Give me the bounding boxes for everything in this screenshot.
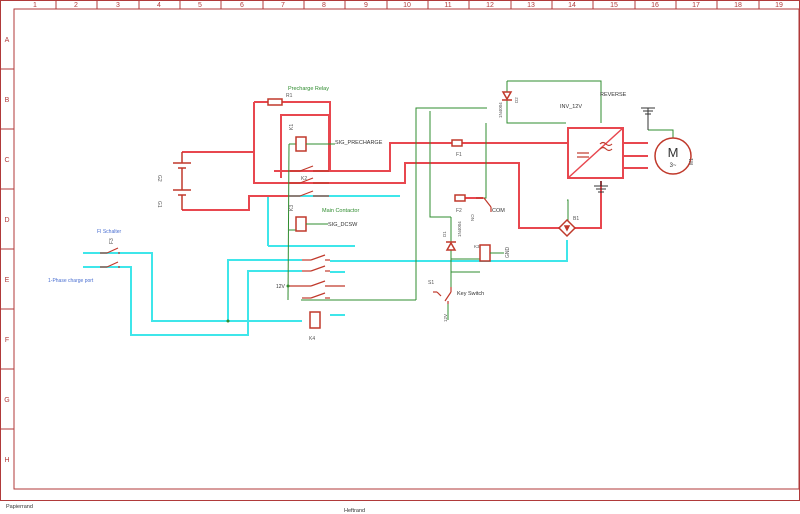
motor-phase: 3~: [670, 163, 677, 169]
motor-ref: M1: [689, 158, 695, 165]
junction-dot: [286, 284, 290, 288]
diode-d1: [445, 241, 457, 251]
col-label: 11: [444, 2, 451, 9]
row-label: E: [5, 277, 10, 284]
col-label: 9: [364, 2, 368, 9]
key-switch-12v: 12V: [443, 314, 448, 322]
k4-12v-label: 12V: [276, 284, 286, 290]
col-label: 14: [568, 2, 576, 9]
ground-symbol: [594, 181, 608, 193]
rectifier-ref: B1: [573, 216, 579, 222]
main-contactor-ref: K3: [289, 205, 295, 211]
resistor-ref: R1: [286, 93, 293, 99]
relay-k2-ref: K2: [301, 176, 307, 182]
main-contactor-coil: [295, 216, 307, 232]
relay-k5-ref: K3: [474, 244, 480, 249]
contactor-k4-contacts: [288, 254, 345, 299]
gnd-label: GND: [505, 247, 511, 259]
key-switch-ref: S1: [428, 280, 434, 286]
fi-schalter-switch: [100, 247, 120, 268]
row-label: D: [4, 217, 9, 224]
col-label: 16: [651, 2, 659, 9]
motor-symbol: M: [668, 145, 679, 160]
col-label: 8: [322, 2, 326, 9]
main-contactor-title: Main Contactor: [322, 208, 359, 214]
motor: M 3~: [654, 137, 692, 175]
row-label: B: [5, 97, 10, 104]
ac-wiring: [83, 195, 568, 336]
col-label: 4: [157, 2, 161, 9]
key-switch: [433, 287, 452, 304]
diode-d2-ref: D2: [514, 97, 519, 103]
precharge-relay-title: Precharge Relay: [288, 86, 329, 92]
relay-k5-contact: [476, 197, 492, 212]
power-wiring: [182, 101, 648, 229]
footer-left: Papierrand: [6, 504, 33, 510]
no-label: NO: [470, 214, 475, 221]
bridge-rectifier: [557, 218, 577, 238]
fuse-f2: [454, 194, 466, 202]
col-label: 5: [198, 2, 202, 9]
precharge-relay-coil: [295, 136, 307, 152]
battery-g1: [173, 180, 191, 210]
relay-k5-coil: [479, 244, 491, 262]
col-label: 12: [486, 2, 494, 9]
reverse-label: REVERSE: [600, 92, 627, 98]
row-label: H: [4, 457, 9, 464]
precharge-resistor: [267, 98, 283, 106]
diode-d2: [501, 91, 513, 101]
row-label: A: [5, 37, 10, 44]
diode-d1-type: 1N4004: [457, 221, 462, 237]
col-label: 18: [734, 2, 742, 9]
row-label: F: [5, 337, 9, 344]
frame-column-dividers: [55, 0, 760, 9]
col-label: 15: [610, 2, 618, 9]
fuse-f1-ref: F1: [456, 152, 462, 158]
col-label: 2: [74, 2, 78, 9]
frame-row-dividers: [0, 68, 14, 430]
row-labels: A B C D E F G H: [4, 37, 9, 464]
charge-port-label: 1-Phase charge port: [48, 278, 94, 284]
row-label: G: [4, 397, 9, 404]
battery-g2: [173, 152, 191, 180]
battery-g1-ref: G1: [156, 201, 162, 208]
relay-contacts-k2: [289, 165, 329, 197]
col-label: 10: [403, 2, 411, 9]
contactor-k4-coil: [309, 311, 321, 329]
key-switch-label: Key Switch: [457, 291, 484, 297]
col-label: 13: [527, 2, 535, 9]
footer-center: Heftrand: [344, 508, 365, 514]
drawing-frame: [0, 0, 800, 501]
col-label: 19: [775, 2, 783, 9]
row-label: C: [4, 157, 9, 164]
fi-schalter-ref: F3: [109, 238, 115, 244]
column-labels: 1 2 3 4 5 6 7 8 9 10 11 12 13 14 15 16 1…: [33, 2, 783, 9]
inverter-block: [567, 127, 624, 179]
col-label: 1: [33, 2, 37, 9]
col-label: 3: [116, 2, 120, 9]
signal-wiring: [287, 80, 674, 320]
sig-dcsw-label: SIG_DCSW: [328, 222, 358, 228]
fuse-f2-ref: F2: [456, 208, 462, 214]
precharge-relay-ref: K1: [289, 124, 295, 130]
diode-d1-ref: D1: [442, 231, 447, 237]
inv-12v-label: INV_12V: [560, 104, 582, 110]
fuse-f1: [451, 139, 463, 147]
motor-ground-symbol: [641, 107, 655, 130]
col-label: 17: [692, 2, 700, 9]
com-label: COM: [492, 208, 505, 214]
col-label: 6: [240, 2, 244, 9]
contactor-k4-ref: K4: [309, 336, 315, 342]
col-label: 7: [281, 2, 285, 9]
sig-precharge-label: SIG_PRECHARGE: [335, 140, 383, 146]
diode-d2-type: 1N4004: [498, 102, 503, 118]
junction-dot: [226, 319, 230, 323]
fi-schalter-label: FI Schalter: [97, 229, 122, 235]
battery-g2-ref: G2: [156, 175, 162, 182]
